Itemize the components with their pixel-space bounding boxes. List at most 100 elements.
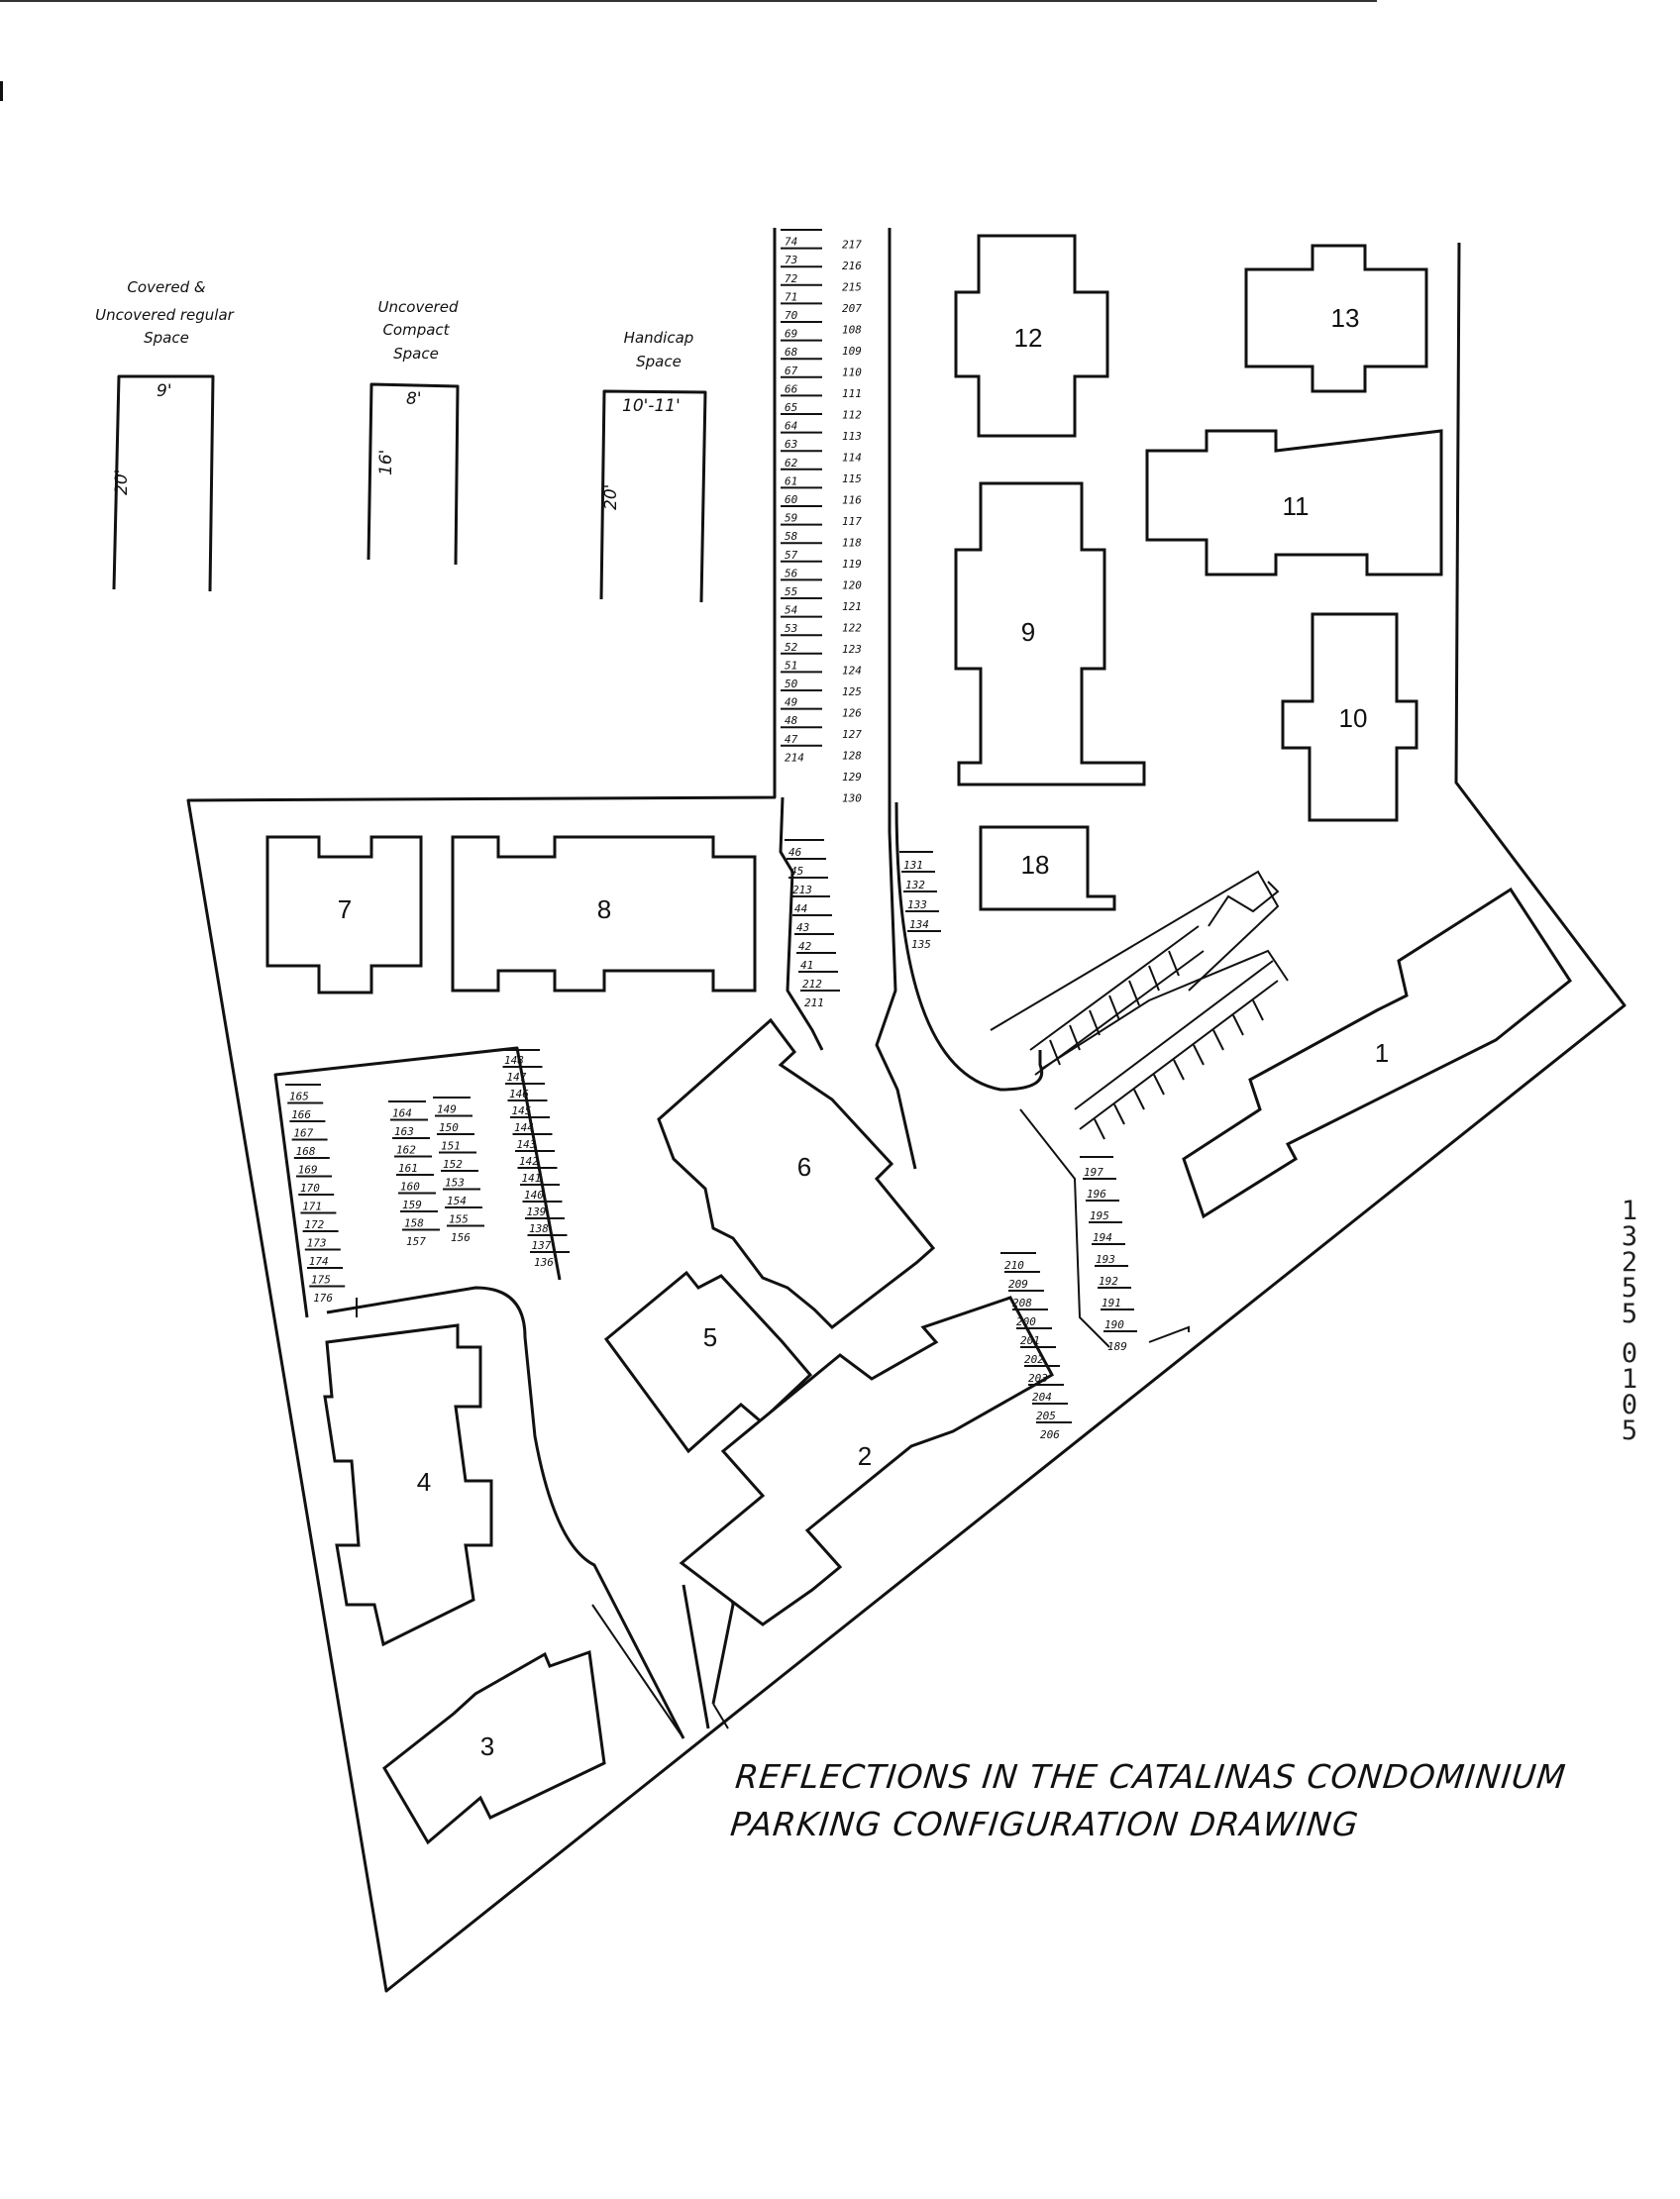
parking-space: 165 bbox=[285, 1084, 321, 1103]
parking-space: 134 bbox=[905, 910, 939, 931]
parking-space-number: 135 bbox=[911, 938, 931, 951]
parking-space-number: 66 bbox=[785, 382, 798, 395]
parking-space-number: 120 bbox=[842, 579, 862, 592]
parking-space: 65 bbox=[781, 394, 822, 414]
parking-space-number: 155 bbox=[449, 1213, 469, 1226]
building-11-label: 11 bbox=[1283, 491, 1310, 521]
parking-space: 43 bbox=[792, 914, 832, 934]
parking-space-number: 123 bbox=[842, 643, 862, 656]
parking-space-number: 164 bbox=[392, 1107, 412, 1120]
parking-space-number: 212 bbox=[802, 978, 822, 991]
parking-space-number: 192 bbox=[1099, 1275, 1118, 1288]
parking-space: 53 bbox=[781, 615, 822, 635]
parking-space: 55 bbox=[781, 578, 822, 598]
parking-space: 56 bbox=[781, 560, 822, 579]
parking-space: 109 bbox=[842, 345, 862, 358]
parking-space-number: 167 bbox=[293, 1127, 313, 1140]
parking-space: 131 bbox=[899, 851, 933, 872]
parking-space: 141 bbox=[517, 1167, 558, 1185]
parking-space: 215 bbox=[842, 281, 862, 294]
parking-space: 110 bbox=[842, 366, 862, 379]
parking-space-number: 125 bbox=[842, 685, 862, 698]
building-6-label: 6 bbox=[797, 1152, 811, 1182]
parking-space: 202 bbox=[1020, 1346, 1056, 1366]
parking-space-number: 67 bbox=[785, 365, 798, 377]
parking-space-number: 74 bbox=[785, 236, 797, 249]
parking-space-number: 64 bbox=[785, 420, 797, 433]
angled-stalls bbox=[1029, 881, 1280, 1140]
parking-space-number: 190 bbox=[1104, 1318, 1124, 1331]
legend-space-regular bbox=[112, 374, 215, 592]
parking-space-number: 48 bbox=[785, 714, 798, 727]
parking-space: 124 bbox=[842, 665, 862, 678]
parking-space-number: 110 bbox=[842, 366, 862, 379]
parking-space-number: 140 bbox=[524, 1189, 544, 1202]
parking-space-number: 217 bbox=[842, 239, 862, 252]
parking-space-number: 55 bbox=[785, 585, 797, 598]
parking-space-number: 41 bbox=[800, 959, 813, 972]
parking-space-number: 153 bbox=[445, 1177, 465, 1190]
parking-space-number: 168 bbox=[296, 1145, 316, 1158]
parking-space-number: 201 bbox=[1020, 1334, 1040, 1347]
parking-space-number: 147 bbox=[507, 1071, 527, 1084]
legend-label-compact-3: Space bbox=[393, 345, 439, 363]
parking-space-number: 157 bbox=[406, 1235, 426, 1248]
parking-space: 120 bbox=[842, 579, 862, 592]
building-13-label: 13 bbox=[1331, 303, 1360, 333]
parking-space: 74 bbox=[781, 229, 822, 249]
parking-space: 190 bbox=[1101, 1309, 1134, 1331]
building-12-label: 12 bbox=[1014, 323, 1043, 353]
building-8-label: 8 bbox=[597, 894, 611, 924]
parking-space-number: 72 bbox=[785, 272, 798, 285]
building-11 bbox=[1145, 429, 1443, 576]
parking-space-number: 63 bbox=[785, 438, 797, 451]
parking-space: 159 bbox=[398, 1192, 436, 1211]
parking-space-number: 213 bbox=[792, 884, 812, 896]
parking-space: 57 bbox=[781, 542, 822, 562]
parking-space-number: 49 bbox=[785, 696, 797, 709]
parking-space: 111 bbox=[842, 387, 862, 400]
top-edge-line bbox=[0, 0, 1377, 2]
parking-space-number: 172 bbox=[304, 1218, 324, 1231]
parking-space: 154 bbox=[443, 1188, 480, 1207]
parking-space-number: 176 bbox=[313, 1292, 333, 1305]
parking-space-number: 128 bbox=[842, 750, 862, 763]
parking-space-number: 73 bbox=[785, 254, 797, 266]
parking-space-number: 175 bbox=[311, 1274, 331, 1287]
parking-space: 169 bbox=[293, 1157, 330, 1177]
parking-space-number: 46 bbox=[788, 846, 802, 859]
parking-space-number: 53 bbox=[785, 622, 797, 635]
parking-space: 67 bbox=[781, 358, 822, 377]
building-1 bbox=[1182, 887, 1573, 1219]
parking-space-number: 189 bbox=[1107, 1340, 1127, 1353]
legend-space-handicap bbox=[599, 389, 707, 603]
parking-space: 155 bbox=[445, 1206, 482, 1226]
parking-space-number: 138 bbox=[529, 1222, 549, 1235]
building-6 bbox=[657, 1017, 936, 1329]
parking-space: 61 bbox=[781, 468, 822, 487]
legend-label-handicap-2: Space bbox=[636, 353, 682, 370]
parking-space-number: 118 bbox=[842, 537, 862, 550]
parking-space: 142 bbox=[515, 1150, 555, 1168]
doc-digit: 1 bbox=[1621, 1364, 1638, 1395]
parking-space-number: 154 bbox=[447, 1195, 467, 1207]
parking-space-number: 131 bbox=[903, 859, 923, 872]
parking-space: 70 bbox=[781, 302, 822, 322]
parking-space: 108 bbox=[842, 324, 862, 337]
parking-space-number: 127 bbox=[842, 728, 862, 741]
building-3 bbox=[382, 1649, 606, 1845]
parking-space-number: 71 bbox=[785, 290, 797, 303]
parking-space: 216 bbox=[842, 260, 862, 272]
parking-space: 207 bbox=[842, 302, 862, 315]
parking-space-number: 165 bbox=[289, 1091, 309, 1103]
parking-space-number: 124 bbox=[842, 665, 862, 678]
parking-space: 206 bbox=[1036, 1421, 1072, 1441]
parking-space: 127 bbox=[842, 728, 862, 741]
legend-label-compact-2: Compact bbox=[382, 321, 450, 339]
building-12 bbox=[954, 234, 1109, 438]
drawing-title-line-1: REFLECTIONS IN THE CATALINAS CONDOMINIUM bbox=[733, 1757, 1568, 1796]
building-3-label: 3 bbox=[480, 1731, 494, 1761]
parking-space: 149 bbox=[433, 1097, 471, 1116]
parking-space: 59 bbox=[781, 505, 822, 525]
parking-space-number: 216 bbox=[842, 260, 862, 272]
